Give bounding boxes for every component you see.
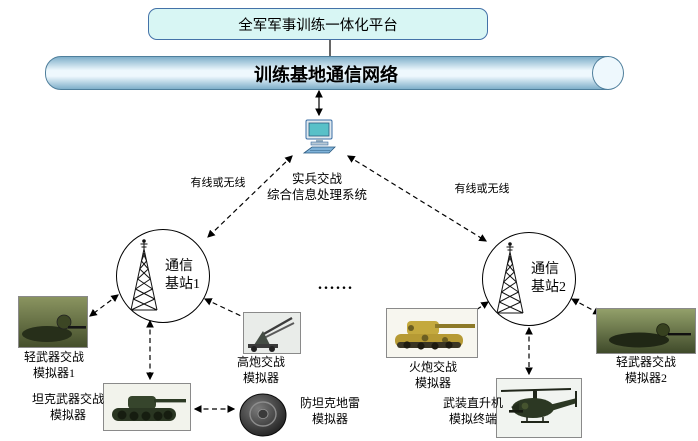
- network-bus-cylinder: [45, 56, 609, 90]
- base-station-1-label: 通信 基站1: [165, 258, 200, 292]
- network-bus-cylinder-cap: [592, 56, 624, 90]
- network-bus-label: 训练基地通信网络: [254, 65, 398, 85]
- tank-weapon-simulator-label: 坦克武器交战 模拟器: [31, 392, 104, 422]
- aa-gun-simulator-photo: [243, 312, 301, 354]
- link-station1-light1: [89, 294, 119, 317]
- processing-system-node: [298, 118, 340, 163]
- tank-weapon-simulator-photo: [103, 383, 191, 431]
- platform-node: 全军军事训练一体化平台: [148, 8, 488, 40]
- helicopter-terminal-label: 武装直升机 模拟终端: [442, 396, 503, 426]
- link-station2-light2: [570, 298, 602, 315]
- anti-tank-mine-simulator-label: 防坦克地雷 模拟器: [299, 396, 360, 426]
- link-label-left: 有线或无线: [190, 177, 246, 189]
- platform-title: 全军军事训练一体化平台: [238, 17, 398, 34]
- light-weapon-simulator-2-label: 轻武器交战 模拟器2: [615, 355, 676, 385]
- base-station-2-label: 通信 基站2: [531, 261, 566, 295]
- base-station-2: 通信 基站2: [482, 232, 576, 326]
- computer-icon: [302, 119, 336, 154]
- aa-gun-simulator-label: 高炮交战 模拟器: [236, 355, 285, 385]
- processing-system-label: 实兵交战 综合信息处理系统: [266, 172, 367, 202]
- link-computer-station2: [347, 155, 487, 242]
- more-stations-ellipsis: ......: [318, 276, 354, 293]
- artillery-simulator-photo: [386, 308, 478, 358]
- antenna-tower-icon: [130, 239, 158, 311]
- artillery-simulator-label: 火炮交战 模拟器: [408, 360, 457, 390]
- link-station2-artillery: [463, 301, 489, 319]
- light-weapon-simulator-2-photo: [596, 308, 696, 354]
- anti-tank-mine-photo: [238, 392, 288, 438]
- base-station-1: 通信 基站1: [116, 229, 210, 323]
- link-computer-station1: [207, 155, 293, 238]
- attack-helicopter-photo: [496, 378, 582, 438]
- light-weapon-simulator-1-photo: [18, 296, 88, 348]
- link-label-right: 有线或无线: [454, 183, 510, 195]
- light-weapon-simulator-1-label: 轻武器交战 模拟器1: [23, 350, 84, 380]
- antenna-tower-icon: [496, 242, 524, 314]
